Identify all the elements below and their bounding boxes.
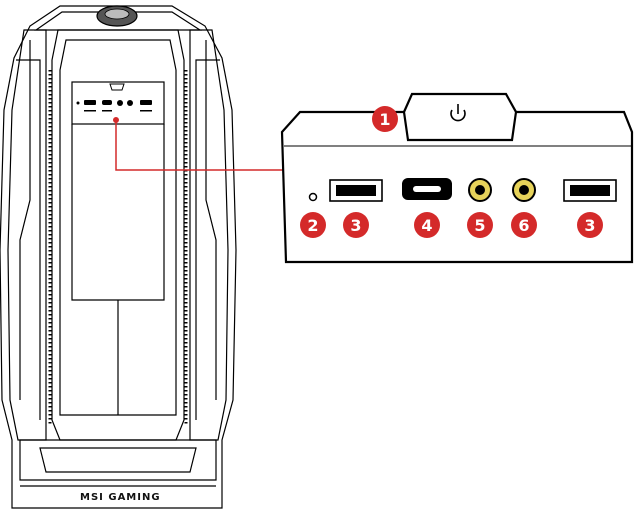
- badge-4: 4: [414, 212, 440, 238]
- usb-port-right[interactable]: [564, 180, 616, 201]
- badge-3-right-label: 3: [584, 216, 595, 235]
- callout-anchor-dot: [113, 117, 119, 123]
- badge-1-label: 1: [379, 110, 390, 129]
- hdd-led: [310, 194, 317, 201]
- tower-mini-ports: [77, 84, 153, 112]
- audio-jack-6[interactable]: [513, 179, 535, 201]
- top-knob: [97, 6, 137, 26]
- tower-outline: [0, 6, 236, 508]
- badge-2: 2: [300, 212, 326, 238]
- callout-leader-line: [116, 120, 288, 170]
- pc-tower: [0, 6, 236, 508]
- power-button[interactable]: [404, 94, 516, 140]
- audio-jack-5[interactable]: [469, 179, 491, 201]
- badge-3-right: 3: [577, 212, 603, 238]
- usb-port-left[interactable]: [330, 180, 382, 201]
- badge-4-label: 4: [421, 216, 432, 235]
- badge-1: 1: [372, 106, 398, 132]
- badge-5-label: 5: [474, 216, 485, 235]
- badge-3-left-label: 3: [350, 216, 361, 235]
- badge-3-left: 3: [343, 212, 369, 238]
- badge-5: 5: [467, 212, 493, 238]
- brand-label: MSI GAMING: [80, 492, 161, 503]
- badge-6-label: 6: [518, 216, 529, 235]
- zoom-io-panel: [282, 94, 632, 262]
- usb-type-c-port[interactable]: [402, 178, 452, 200]
- badge-2-label: 2: [307, 216, 318, 235]
- tower-base: [20, 440, 216, 480]
- badge-6: 6: [511, 212, 537, 238]
